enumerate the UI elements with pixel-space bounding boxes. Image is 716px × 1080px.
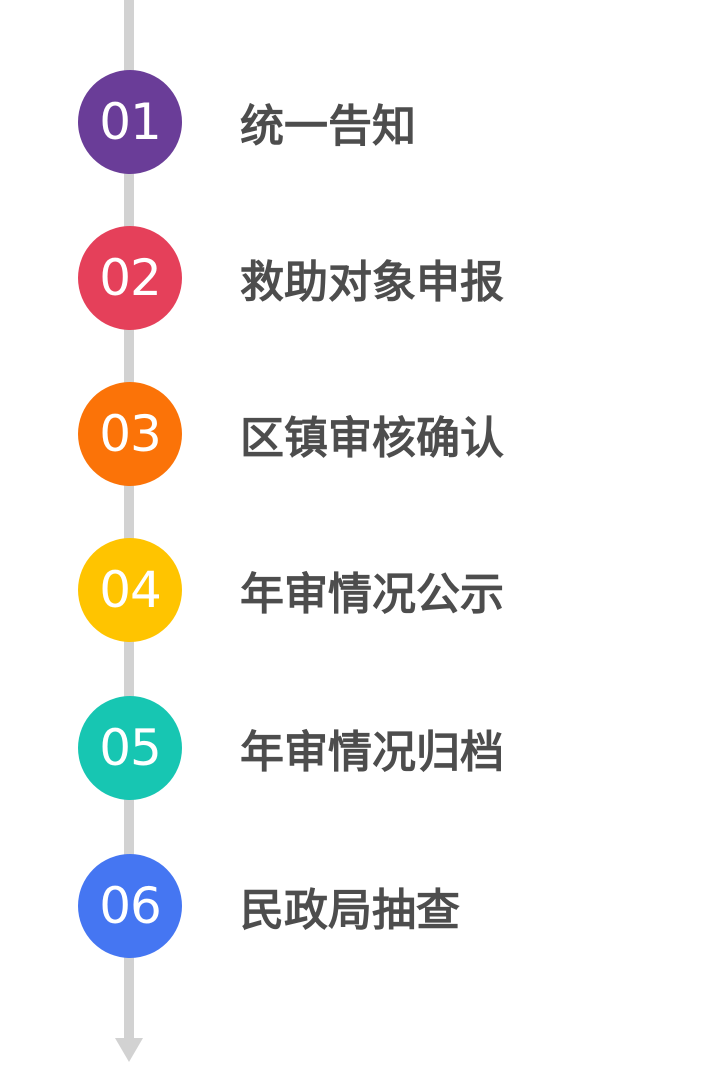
step-2: 02 救助对象申报 [0, 226, 716, 330]
step-5-label: 年审情况归档 [240, 727, 504, 778]
timeline-arrow-down-icon [115, 1038, 143, 1062]
step-3: 03 区镇审核确认 [0, 382, 716, 486]
step-4-label: 年审情况公示 [240, 569, 504, 620]
timeline-line [124, 0, 134, 1040]
step-6: 06 民政局抽查 [0, 854, 716, 958]
step-3-label: 区镇审核确认 [240, 413, 504, 464]
step-1: 01 统一告知 [0, 70, 716, 174]
step-4: 04 年审情况公示 [0, 538, 716, 642]
step-1-label: 统一告知 [240, 101, 416, 152]
step-1-number-badge: 01 [78, 70, 182, 174]
step-2-label: 救助对象申报 [240, 257, 504, 308]
step-2-number-badge: 02 [78, 226, 182, 330]
step-4-number-badge: 04 [78, 538, 182, 642]
step-6-label: 民政局抽查 [240, 885, 460, 936]
step-6-number-badge: 06 [78, 854, 182, 958]
step-3-number-badge: 03 [78, 382, 182, 486]
step-5: 05 年审情况归档 [0, 696, 716, 800]
step-5-number-badge: 05 [78, 696, 182, 800]
